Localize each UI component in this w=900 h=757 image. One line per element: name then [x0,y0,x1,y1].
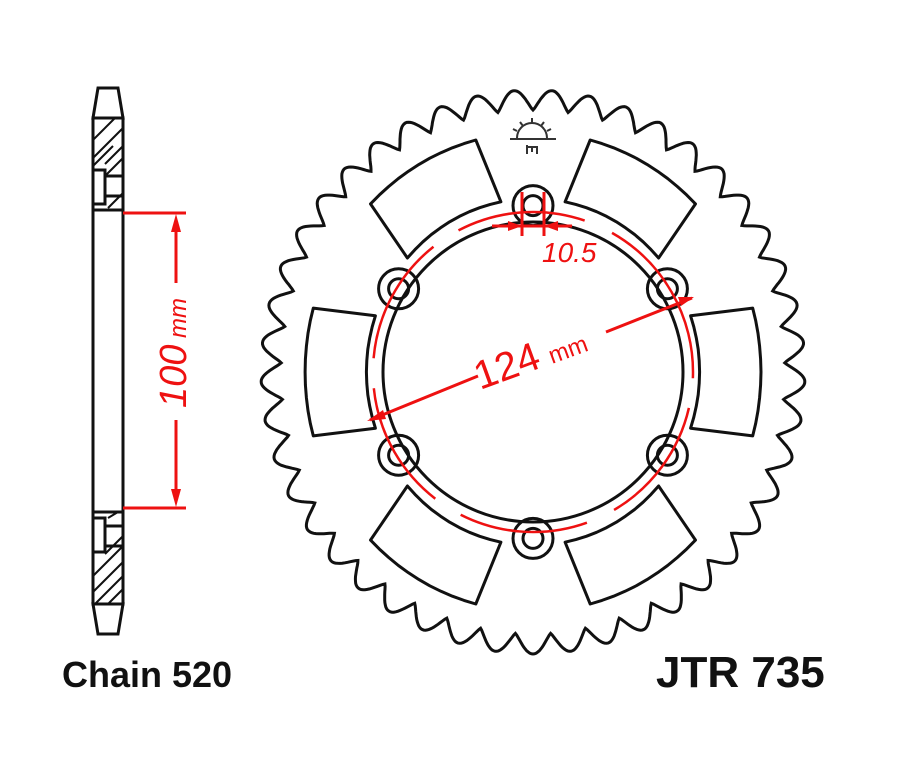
center-bore-unit: mm [165,298,192,338]
chain-size-label: Chain 520 [62,654,233,695]
dimension-bolt-circle [367,296,694,422]
side-profile-hatching [92,117,124,605]
center-bore [381,220,685,524]
dimension-center-bore [123,211,186,510]
sprocket-front-view [259,89,807,656]
lightening-cutouts [303,138,763,606]
bolt-hole-value: 10.5 [542,237,597,268]
dimension-bolt-hole [492,192,572,236]
center-bore-value: 100 [153,345,195,408]
bolt-circle-line [371,210,695,534]
sprocket-side-profile [91,86,125,636]
bolt-circle-unit: mm [545,331,592,370]
sprocket-teeth-outline [259,89,807,656]
rising-sun-logo-icon [510,118,556,154]
part-number-label: JTR 735 [656,648,825,697]
bolt-circle-value: 124 [468,334,546,398]
